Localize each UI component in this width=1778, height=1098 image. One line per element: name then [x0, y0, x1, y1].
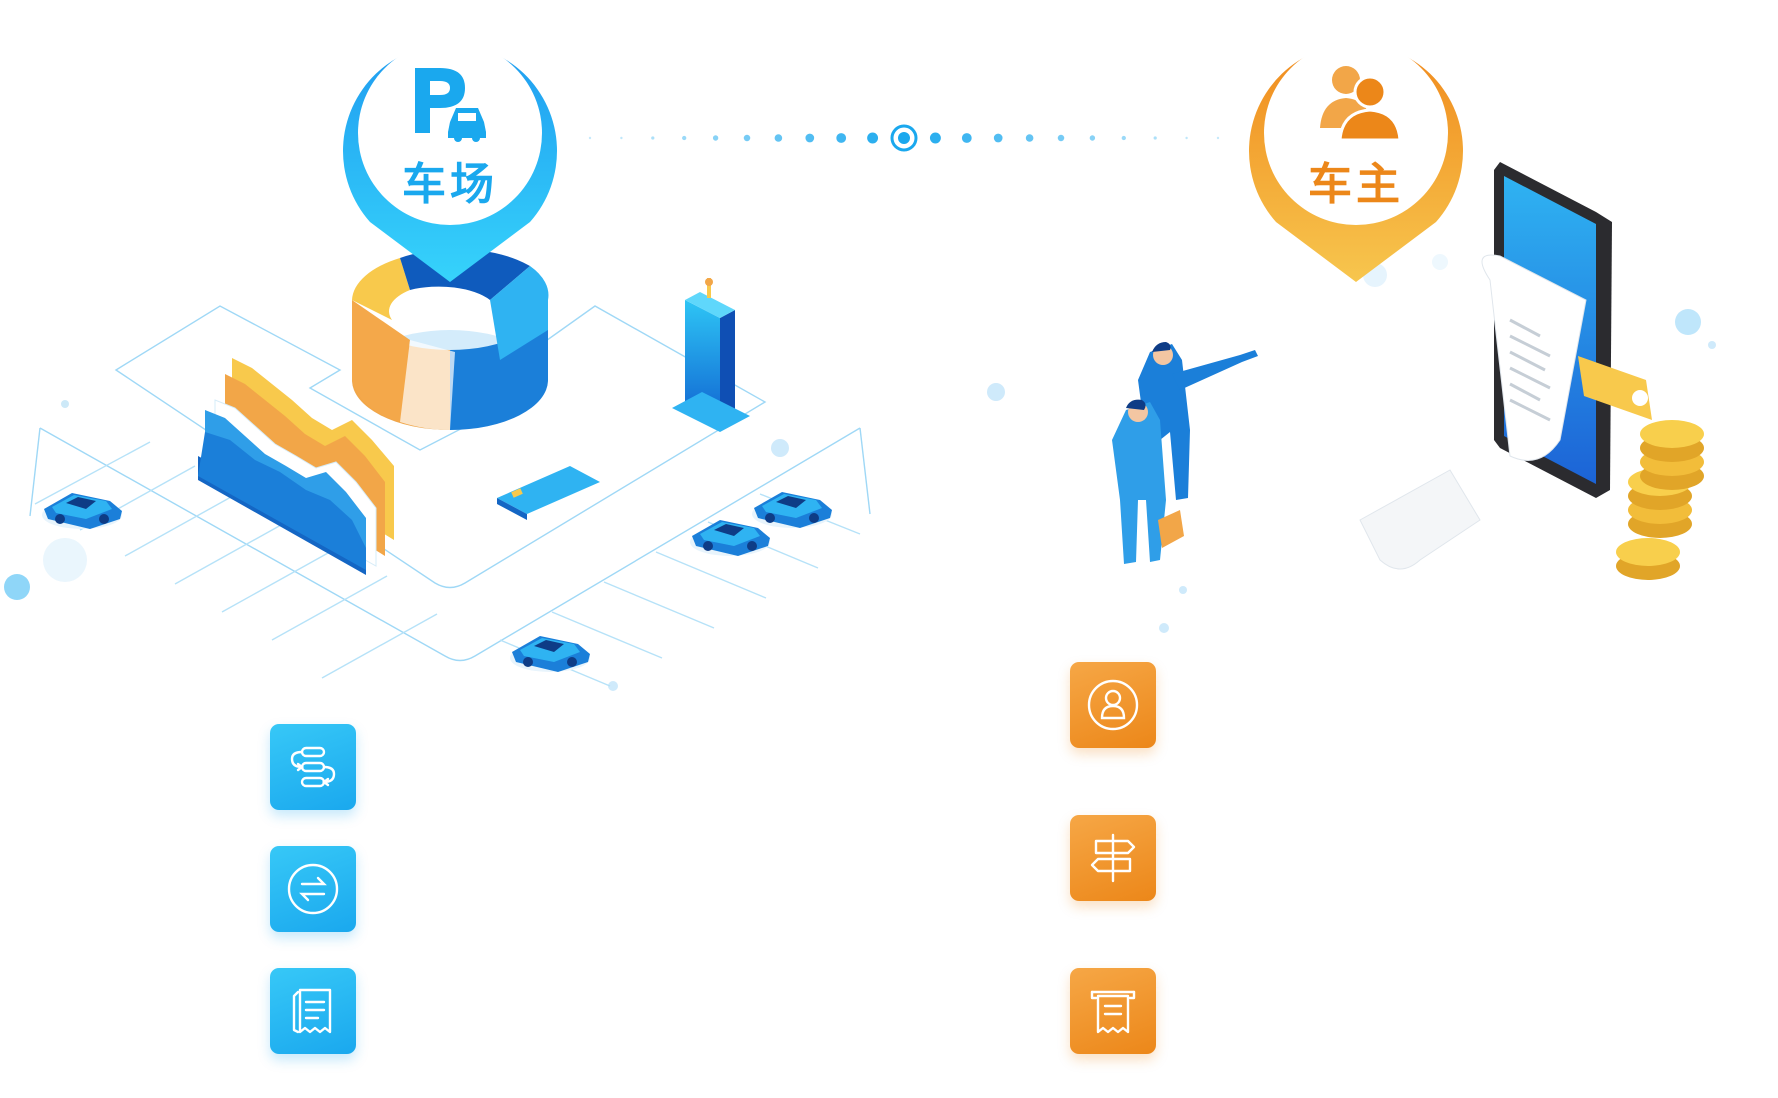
users-icon	[1320, 66, 1402, 142]
connector-dot	[743, 134, 751, 142]
connector-dot	[774, 134, 783, 142]
connector-dot	[993, 133, 1003, 143]
parking-lot-outline	[29, 305, 871, 687]
connector-dot	[588, 136, 592, 140]
connector-dot	[712, 135, 719, 141]
parking-car-icon	[415, 68, 486, 142]
connector-dot	[1057, 134, 1065, 142]
connector-center-dot	[898, 132, 910, 144]
receipt-icon	[292, 988, 332, 1034]
connector-dot	[682, 135, 687, 141]
card-illustration	[497, 466, 600, 520]
connector-dot	[1185, 136, 1188, 140]
connector-dot	[1089, 135, 1096, 141]
invoice-icon	[1090, 990, 1136, 1034]
tower-illustration	[672, 278, 750, 432]
phone-payment-illustration	[1359, 162, 1704, 580]
connector-dot	[867, 132, 879, 144]
exchange-icon	[287, 863, 339, 915]
connector-dot	[1121, 135, 1126, 141]
connector-dot	[929, 132, 941, 144]
car	[752, 492, 832, 528]
connector-dot	[651, 136, 655, 140]
signpost-icon	[1090, 833, 1136, 883]
user-profile-button[interactable]	[1070, 662, 1156, 748]
receipt-button[interactable]	[270, 968, 356, 1054]
exchange-button[interactable]	[270, 846, 356, 932]
parking-lot-pin-label: 车场	[402, 159, 498, 210]
invoice-button[interactable]	[1070, 968, 1156, 1054]
process-flow-button[interactable]	[270, 724, 356, 810]
connector-dot	[961, 133, 972, 143]
connector-dot	[836, 133, 847, 143]
car-owner-pin	[1248, 41, 1463, 282]
cars-illustration	[42, 492, 832, 672]
connector-dot	[1025, 134, 1034, 142]
businessmen-illustration	[1112, 342, 1258, 564]
connector-dot	[805, 133, 815, 143]
signpost-button[interactable]	[1070, 815, 1156, 901]
connector-dot	[620, 136, 623, 140]
process-flow-icon	[290, 746, 336, 788]
connector-dot	[1153, 136, 1157, 140]
coins	[1616, 420, 1704, 580]
car	[42, 493, 122, 529]
connector-dot	[1216, 136, 1220, 140]
user-profile-icon	[1087, 679, 1139, 731]
car	[510, 636, 590, 672]
decorative-bubbles	[4, 254, 1716, 691]
dotted-connector	[588, 124, 1220, 152]
car-owner-pin-label: 车主	[1308, 159, 1404, 210]
mountain-chart-illustration	[198, 358, 394, 575]
car	[690, 520, 770, 556]
